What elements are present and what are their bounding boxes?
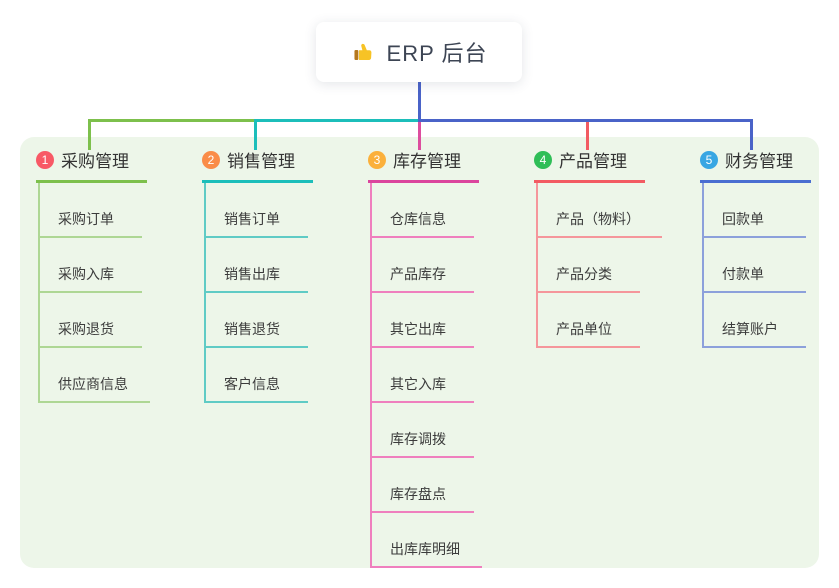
branch-sales: 2 销售管理 销售订单 销售出库 销售退货 客户信息 [202, 147, 313, 403]
connector-root-stem [418, 82, 421, 120]
branch-number-badge: 4 [534, 150, 552, 169]
branch-title-sales[interactable]: 2 销售管理 [202, 147, 313, 183]
branch-finance: 5 财务管理 回款单 付款单 结算账户 [700, 147, 811, 348]
branch-item-list: 采购订单 采购入库 采购退货 供应商信息 [38, 183, 150, 403]
node-sales-return[interactable]: 销售退货 [206, 293, 308, 348]
node-purchase-inbound[interactable]: 采购入库 [40, 238, 142, 293]
branch-number-badge: 5 [700, 150, 718, 169]
branch-item-list: 仓库信息 产品库存 其它出库 其它入库 库存调拨 库存盘点 出库库明细 [370, 183, 482, 568]
connector-drop-branch3 [418, 122, 421, 150]
node-product-unit[interactable]: 产品单位 [538, 293, 640, 348]
node-outbound-detail[interactable]: 出库库明细 [372, 513, 482, 568]
node-warehouse-info[interactable]: 仓库信息 [372, 183, 474, 238]
thumbs-up-icon [353, 43, 371, 61]
branch-product: 4 产品管理 产品（物料） 产品分类 产品单位 [534, 147, 662, 348]
node-product-category[interactable]: 产品分类 [538, 238, 640, 293]
branch-inventory: 3 库存管理 仓库信息 产品库存 其它出库 其它入库 库存调拨 库存盘点 出库库… [368, 147, 482, 568]
branch-item-list: 回款单 付款单 结算账户 [702, 183, 806, 348]
connector-bus-green [88, 119, 255, 122]
branch-number-badge: 2 [202, 150, 220, 169]
node-other-inbound[interactable]: 其它入库 [372, 348, 474, 403]
node-purchase-return[interactable]: 采购退货 [40, 293, 142, 348]
node-payment-bill[interactable]: 付款单 [704, 238, 806, 293]
branch-number-badge: 1 [36, 150, 54, 169]
node-product-material[interactable]: 产品（物料） [538, 183, 662, 238]
branch-label: 采购管理 [61, 152, 129, 171]
node-other-outbound[interactable]: 其它出库 [372, 293, 474, 348]
node-sales-order[interactable]: 销售订单 [206, 183, 308, 238]
connector-drop-branch4 [586, 122, 589, 150]
branch-title-purchase[interactable]: 1 采购管理 [36, 147, 147, 183]
node-stock-taking[interactable]: 库存盘点 [372, 458, 474, 513]
node-purchase-order[interactable]: 采购订单 [40, 183, 142, 238]
branch-purchase: 1 采购管理 采购订单 采购入库 采购退货 供应商信息 [36, 147, 150, 403]
connector-drop-branch1 [88, 119, 91, 150]
branch-label: 库存管理 [393, 152, 461, 171]
node-supplier-info[interactable]: 供应商信息 [40, 348, 150, 403]
branch-title-inventory[interactable]: 3 库存管理 [368, 147, 479, 183]
branch-title-finance[interactable]: 5 财务管理 [700, 147, 811, 183]
node-product-stock[interactable]: 产品库存 [372, 238, 474, 293]
root-node-erp[interactable]: ERP 后台 [316, 22, 522, 82]
branch-number-badge: 3 [368, 150, 386, 169]
node-stock-transfer[interactable]: 库存调拨 [372, 403, 474, 458]
connector-bus-blue [418, 119, 753, 122]
node-settlement-account[interactable]: 结算账户 [704, 293, 806, 348]
branch-label: 财务管理 [725, 152, 793, 171]
connector-drop-branch5 [750, 119, 753, 150]
node-customer-info[interactable]: 客户信息 [206, 348, 308, 403]
branch-item-list: 产品（物料） 产品分类 产品单位 [536, 183, 662, 348]
connector-bus-teal [254, 119, 420, 122]
root-node-label: ERP 后台 [386, 41, 488, 66]
node-receipt-bill[interactable]: 回款单 [704, 183, 806, 238]
branch-label: 产品管理 [559, 152, 627, 171]
branch-label: 销售管理 [227, 152, 295, 171]
diagram-canvas [20, 137, 819, 568]
branch-item-list: 销售订单 销售出库 销售退货 客户信息 [204, 183, 308, 403]
connector-drop-branch2 [254, 119, 257, 150]
node-sales-outbound[interactable]: 销售出库 [206, 238, 308, 293]
branch-title-product[interactable]: 4 产品管理 [534, 147, 645, 183]
